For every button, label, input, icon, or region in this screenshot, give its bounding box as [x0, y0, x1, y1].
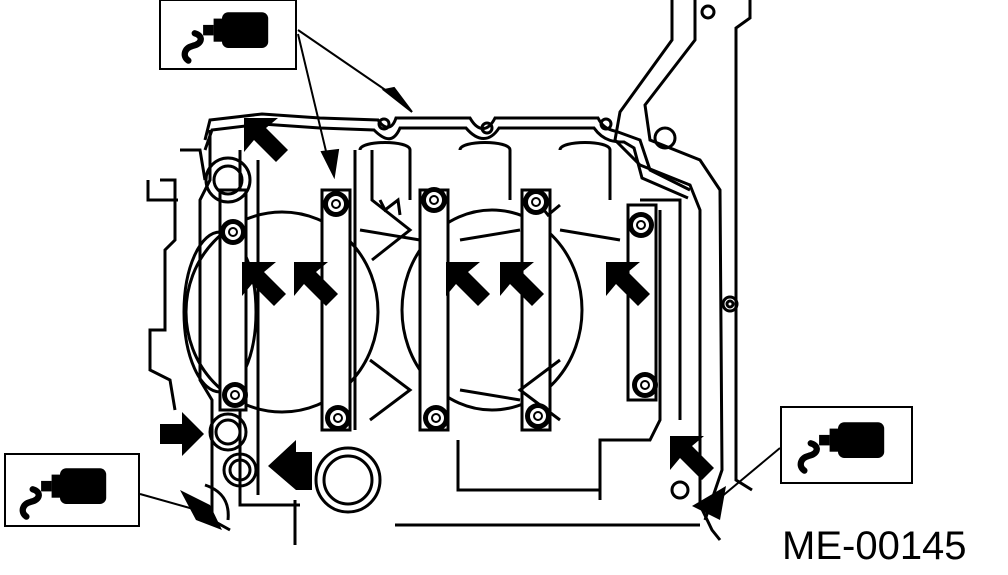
transmission-housing [613, 0, 753, 541]
crankcase-ribs [353, 141, 621, 430]
sealant-box-top [159, 0, 297, 70]
gasket-outline [203, 112, 691, 200]
sealant-box-right [780, 406, 913, 484]
bearing-caps [218, 188, 658, 432]
pointer-arrows [160, 118, 726, 530]
figure-code: ME-00145 [782, 524, 967, 568]
sealant-box-bottom-left [4, 453, 140, 527]
leader-lines [139, 29, 781, 513]
ports [204, 156, 690, 521]
